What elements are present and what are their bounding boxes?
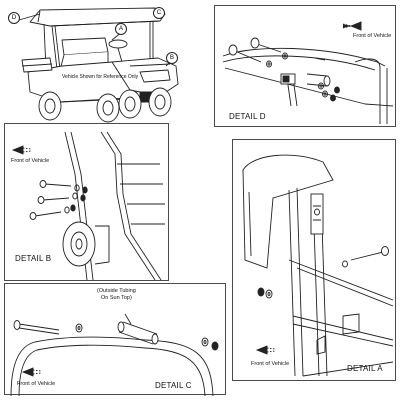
- detail-b-front-of-vehicle: Front of Vehicle: [11, 158, 50, 164]
- detail-c-note-line-1: (Outside Tubing: [97, 288, 136, 294]
- detail-c-tubing-note: (Outside Tubing On Sun Top): [97, 288, 136, 302]
- detail-a-drawing: [242, 154, 394, 377]
- detail-c-title: DETAIL C: [155, 381, 192, 390]
- detail-c-note-line-2: On Sun Top): [101, 295, 132, 301]
- callout-d: D: [8, 12, 20, 24]
- detail-b-drawing: [11, 131, 165, 281]
- detail-c-drawing: [10, 313, 219, 396]
- callout-c: C: [153, 7, 165, 19]
- detail-b-panel: Front of Vehicle DETAIL B: [4, 123, 169, 281]
- detail-d-panel: Front of Vehicle DETAIL D: [214, 5, 396, 127]
- detail-b-title: DETAIL B: [15, 254, 52, 263]
- detail-a-front-of-vehicle: Front of Vehicle: [251, 361, 290, 367]
- callout-b: B: [166, 52, 178, 64]
- golf-cart-drawing: [18, 7, 179, 123]
- detail-d-drawing: [222, 21, 394, 124]
- detail-d-title: DETAIL D: [229, 112, 266, 121]
- detail-c-front-of-vehicle: Front of Vehicle: [17, 381, 56, 387]
- detail-a-panel: Front of Vehicle DETAIL A: [232, 139, 396, 381]
- detail-d-front-of-vehicle: Front of Vehicle: [353, 33, 392, 39]
- detail-a-title: DETAIL A: [347, 364, 383, 373]
- reference-note: Vehicle Shown for Reference Only: [62, 74, 139, 80]
- callout-a: A: [115, 23, 127, 35]
- detail-c-panel: (Outside Tubing On Sun Top) Front of Veh…: [4, 283, 226, 396]
